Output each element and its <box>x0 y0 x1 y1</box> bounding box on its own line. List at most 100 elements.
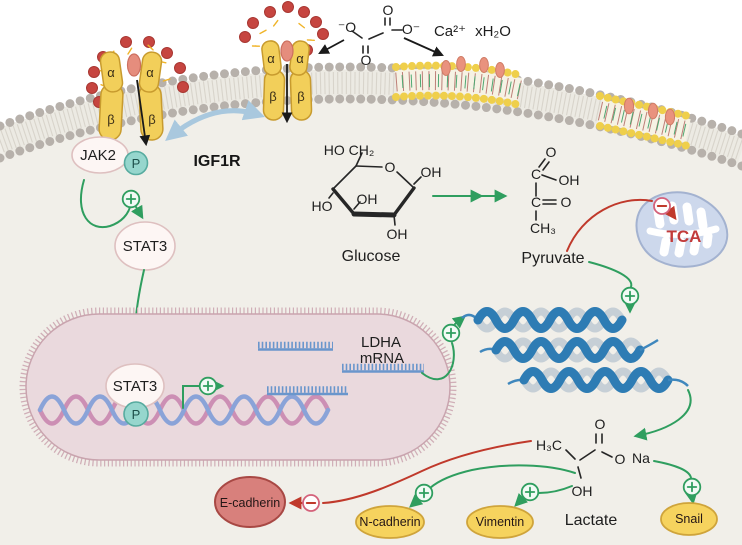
n-cadherin-activation-line <box>429 464 576 489</box>
activation-plus-icon <box>620 286 640 306</box>
glucose-oh-bottom: OH <box>387 226 408 242</box>
pyruvate-to-ldha <box>588 261 640 314</box>
igf1r-receptor-left: α α β β <box>86 36 189 147</box>
ldha-protein-helices <box>461 307 689 393</box>
nucleus: STAT3 P LDHA mRNA <box>19 307 457 467</box>
mrna-label: mRNA <box>360 350 404 367</box>
phosphate-label: P <box>132 407 141 422</box>
oxalate-o-bottom: O <box>361 52 372 68</box>
e-cadherin-node <box>214 476 286 528</box>
cristae <box>646 201 720 258</box>
igf-ligand <box>126 53 142 77</box>
oxalate-structure: ⁻O O O O⁻ Ca²⁺ xH₂O <box>318 2 511 68</box>
phosphate-badge <box>123 401 149 427</box>
ldha-to-lactate-arrow <box>633 389 692 441</box>
activation-plus-icon <box>682 477 702 497</box>
jak2-stat3-pathway: IGF1R JAK2 P STAT3 <box>71 100 265 360</box>
n-cadherin-node <box>355 505 425 539</box>
beta-label: β <box>269 89 276 104</box>
snail-activation-arrowhead <box>684 490 698 505</box>
pyruvate-ch3: CH₃ <box>530 220 556 236</box>
alpha-subunit <box>261 40 282 76</box>
alpha-label: α <box>146 65 154 80</box>
membrane-damage-patch-2 <box>596 92 692 150</box>
calcium-label: Ca²⁺ <box>434 23 466 40</box>
helix-1 <box>461 307 627 333</box>
activation-plus-icon <box>441 323 461 343</box>
alpha-subunit <box>138 51 163 93</box>
activation-plus-icon <box>198 376 218 396</box>
snail-activation-line <box>653 460 692 479</box>
snail-label: Snail <box>675 512 703 526</box>
glucose-structure: HO CH₂ O OH OH HO OH Glucose <box>312 142 442 265</box>
oxalate-to-ligand-arrow <box>318 39 345 55</box>
lipid-tails-texture <box>0 72 742 161</box>
peroxidized-lipid-heads <box>623 97 676 126</box>
lactate-label: Lactate <box>565 512 618 529</box>
tca-label: TCA <box>667 227 702 246</box>
igf-ligand <box>280 40 294 62</box>
oxalate-o-top: O <box>383 2 394 18</box>
dna-helix <box>37 394 331 426</box>
glucose-oh-inner: OH <box>357 191 378 207</box>
alpha-subunit <box>99 51 124 93</box>
beta-label: β <box>148 112 155 127</box>
stat3-label: STAT3 <box>123 238 167 255</box>
oxalate-to-membrane-arrow <box>403 37 444 57</box>
jak2-label: JAK2 <box>80 147 116 164</box>
alpha-label: α <box>296 51 304 66</box>
ldha-label: LDHA <box>361 334 401 351</box>
beta-label: β <box>297 89 304 104</box>
tca-inhibition <box>566 197 677 252</box>
lactate-structure: H₃C O O Na OH Lactate <box>536 416 650 529</box>
igf1r-receptor-right: α α β β <box>239 1 329 124</box>
igf1r-label: IGF1R <box>193 153 241 170</box>
glucose-ho-left: HO <box>312 198 333 214</box>
receptor-interconversion-arrow <box>165 100 265 141</box>
pyruvate-o-top: O <box>546 144 557 160</box>
oxalate-o-right: O⁻ <box>402 21 420 37</box>
phosphate-badge <box>123 150 149 176</box>
emt-regulation-arrows <box>288 440 702 512</box>
water-label: xH₂O <box>475 23 511 40</box>
vimentin-activation-line <box>538 485 573 494</box>
lactate-na: Na <box>632 450 650 466</box>
lactate-o-top: O <box>595 416 606 432</box>
activation-plus-icon <box>121 189 141 209</box>
mrna-export-line <box>421 342 455 381</box>
pyruvate-structure: O C OH C O CH₃ Pyruvate <box>521 144 584 267</box>
glucose-ring-o: O <box>385 159 396 175</box>
membrane-damage-patch-1 <box>392 56 524 109</box>
lactate-oh: OH <box>572 483 593 499</box>
phosphate-label: P <box>132 156 141 171</box>
snail-node <box>660 502 718 536</box>
peroxidized-lipid-heads <box>441 56 505 78</box>
alpha-label: α <box>267 51 275 66</box>
activation-plus-icon <box>414 483 434 503</box>
vimentin-activation-arrowhead <box>514 493 528 507</box>
e-cadherin-inhibition-line <box>322 440 532 504</box>
inhibition-minus-icon <box>302 494 320 512</box>
beta-label: β <box>107 112 114 127</box>
vimentin-node <box>466 505 534 539</box>
pyruvate-o-side: O <box>561 194 572 210</box>
pyruvate-c-upper: C <box>531 166 541 182</box>
inhibition-minus-icon <box>653 197 671 215</box>
helix-3 <box>507 367 689 393</box>
activation-plus-icon <box>520 482 540 502</box>
oxalate-o-left: ⁻O <box>338 19 356 35</box>
glucose-label: Glucose <box>342 248 401 265</box>
jak2-stat3-arrowhead <box>131 204 144 220</box>
helix-2 <box>479 337 659 363</box>
stat3-nuclear-label: STAT3 <box>113 378 157 395</box>
vimentin-label: Vimentin <box>476 515 524 529</box>
alpha-label: α <box>107 65 115 80</box>
lactate-o-ester: O <box>615 451 626 467</box>
pyruvate-oh: OH <box>559 172 580 188</box>
jak2-stat3-arrow <box>79 179 131 229</box>
n-cadherin-label: N-cadherin <box>359 515 420 529</box>
e-cadherin-label: E-cadherin <box>220 496 280 510</box>
glucose-hoch2: HO CH₂ <box>324 142 375 158</box>
glucose-oh-right: OH <box>421 164 442 180</box>
